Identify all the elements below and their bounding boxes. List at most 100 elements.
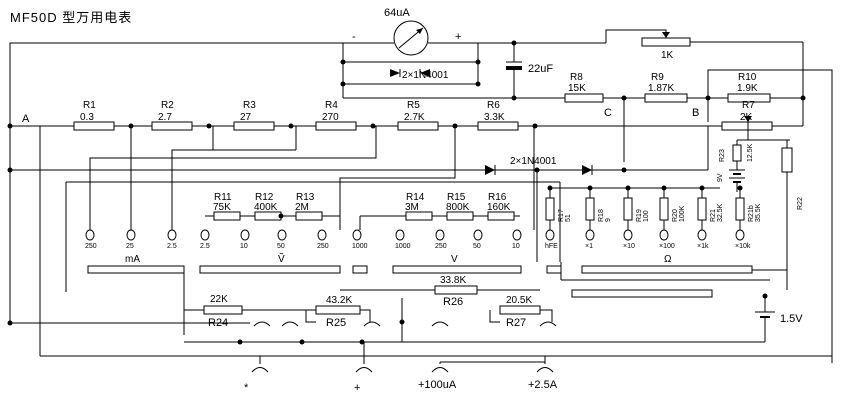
r23-id: R23 [719, 149, 726, 162]
resistor-value-label: 35.5K [755, 203, 762, 222]
dcv-switch-bar [392, 265, 522, 274]
dcv-terminal[interactable] [473, 229, 483, 241]
dcv-terminal[interactable] [395, 229, 405, 241]
resistor-r26 [434, 285, 478, 295]
capacitor-label: 22uF [528, 63, 553, 75]
resistor-value-label: 2.7 [158, 112, 172, 123]
resistor-id-label: R12 [255, 192, 274, 203]
acv-terminal[interactable] [200, 229, 210, 241]
resistor-value-label: 3.3K [484, 112, 505, 123]
resistor-r21b [735, 197, 745, 221]
ohm-range-label: ×1k [697, 243, 709, 250]
resistor-value-label: 9 [605, 218, 612, 222]
resistor-r15 [446, 211, 474, 221]
dcv-range-label: 50 [473, 243, 481, 250]
ohm-range-label: hFE [545, 243, 558, 250]
terminal-plus-label: + [354, 382, 360, 394]
terminal-plus-jack[interactable] [355, 367, 373, 373]
resistor-id-label: R21b [748, 205, 755, 222]
resistor-r7 [721, 121, 773, 131]
ma-range-label: 25 [126, 243, 134, 250]
node-c-label: C [604, 107, 612, 119]
common-switch-bar [571, 289, 713, 298]
ohm-terminal[interactable] [623, 229, 633, 241]
ohm-terminal[interactable] [585, 229, 595, 241]
dcv-terminal[interactable] [435, 229, 445, 241]
resistor-id-label: R1 [83, 100, 96, 111]
acv-switch-bar [199, 265, 341, 274]
dcv-terminal[interactable] [512, 229, 522, 241]
ma-switch-bar [87, 265, 185, 274]
resistor-id-label: R3 [243, 100, 256, 111]
resistor-id-label: R2 [161, 100, 174, 111]
terminal-100ua-label: +100uA [418, 379, 457, 391]
resistor-value-label: 270 [322, 112, 339, 123]
resistor-r22 [781, 147, 793, 173]
meter-plus-label: + [455, 31, 461, 43]
acv-terminal[interactable] [240, 229, 250, 241]
dcv-range-label: 1000 [352, 243, 368, 250]
resistor-r11 [213, 211, 241, 221]
r22-id: R22 [797, 197, 804, 210]
terminal-common-jack[interactable] [251, 367, 269, 373]
battery-15v-label: 1.5V [780, 313, 803, 325]
resistor-id-label: R6 [487, 100, 500, 111]
acv-range-label: 250 [317, 243, 329, 250]
resistor-value-label: 400K [254, 202, 278, 213]
resistor-id-label: R11 [214, 192, 232, 203]
pot-1k-label: 1K [661, 50, 674, 61]
resistor-r16 [487, 211, 515, 221]
r10-value: 1.9K [737, 83, 758, 94]
r9-id: R9 [651, 72, 664, 83]
group-label-ma: mA [125, 254, 140, 265]
acv-range-label: 10 [240, 243, 248, 250]
resistor-id-label: R5 [407, 100, 420, 111]
resistor-r3 [233, 121, 275, 131]
junction-dot [370, 123, 376, 129]
node-b-label: B [692, 107, 699, 119]
resistor-r14 [405, 211, 433, 221]
resistor-id-label: R14 [406, 192, 425, 203]
resistor-id-label: R13 [296, 192, 315, 203]
resistor-id-label: R16 [488, 192, 507, 203]
battery-9v-label: 9V [717, 173, 724, 182]
resistor-id-label: R20 [672, 209, 679, 222]
r27-id: R27 [506, 317, 526, 329]
resistor-id-label: R17 [558, 209, 565, 222]
resistor-value-label: 2M [295, 202, 309, 213]
ohm-terminal[interactable] [659, 229, 669, 241]
acv-terminal[interactable] [277, 229, 287, 241]
junction-dot [206, 123, 212, 129]
terminal-100ua-jack[interactable] [431, 367, 449, 373]
ma-terminal[interactable] [126, 229, 136, 241]
resistor-id-label: R15 [447, 192, 466, 203]
ohm-terminal[interactable] [735, 229, 745, 241]
resistor-r10 [727, 93, 771, 103]
resistor-id-label: R4 [325, 100, 338, 111]
dcv-terminal[interactable] [352, 229, 362, 241]
ma-terminal[interactable] [85, 229, 95, 241]
r23-value: 12.5K [747, 143, 754, 162]
ma-terminal[interactable] [167, 229, 177, 241]
acv-terminal[interactable] [317, 229, 327, 241]
diode-top-label: 2×1N4001 [402, 70, 449, 81]
pot-1k [641, 37, 691, 47]
group-label-ohm: Ω [664, 254, 672, 265]
resistor-r23 [732, 144, 742, 162]
resistor-id-label: R21 [710, 209, 717, 222]
terminal-common-label: * [244, 382, 249, 394]
resistor-value-label: 100 [643, 210, 650, 222]
group-label-acv: Ṽ [278, 252, 285, 265]
ohm-terminal[interactable] [697, 229, 707, 241]
diode-mid-label: 2×1N4001 [510, 156, 557, 167]
terminal-2-5a-jack[interactable] [536, 367, 554, 373]
ohm-terminal[interactable] [545, 229, 555, 241]
dcv-1000-bar [352, 265, 368, 274]
ohm-range-label: ×10 [623, 243, 635, 250]
resistor-r27 [499, 305, 541, 315]
meter-symbol [393, 20, 429, 56]
resistor-value-label: 100K [679, 205, 686, 222]
dcv-range-label: 1000 [395, 243, 411, 250]
r24-value: 22K [210, 294, 228, 305]
